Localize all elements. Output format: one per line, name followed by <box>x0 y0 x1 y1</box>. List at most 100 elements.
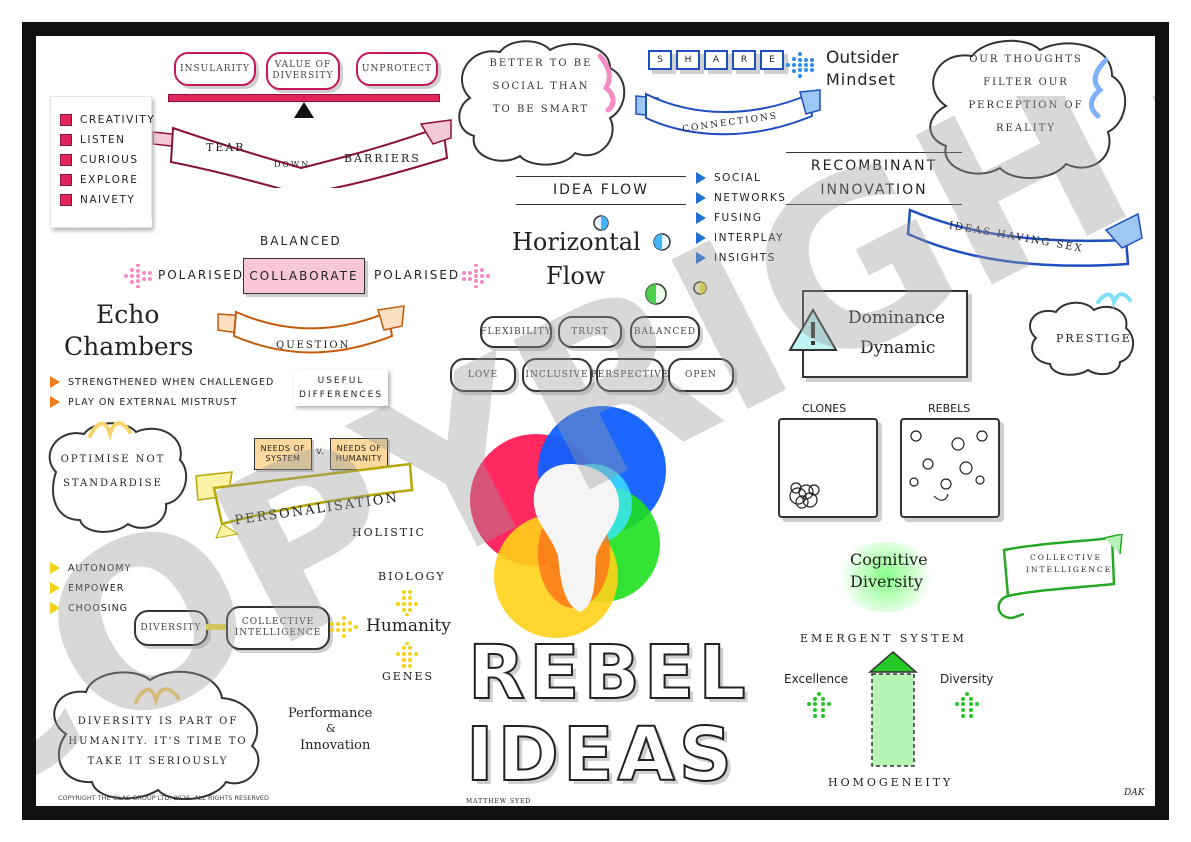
pill-text: Diversity <box>140 622 202 633</box>
pill-balanced: Balanced <box>630 316 700 348</box>
cloud-humanity <box>53 670 260 800</box>
yellow-arrow-right-icon <box>330 616 358 638</box>
collaborate-label: Collaborate <box>249 269 359 283</box>
polarised-right: Polarised <box>374 268 461 282</box>
collaborate-box: Collaborate <box>243 258 365 294</box>
horizontal-flow-line1: Horizontal <box>512 228 641 256</box>
collective-intelligence-banner <box>997 534 1123 620</box>
idea-flow-item: Social <box>714 172 762 184</box>
footer-copyright: COPYRIGHT THE GLAS GROUP LTD, 2026. ALL … <box>58 794 270 802</box>
poster-sheet: Insularity Value of Diversity Unprotect … <box>36 36 1155 806</box>
list-item: Choosing <box>50 598 131 618</box>
list-item: Empower <box>50 578 131 598</box>
title-ideas: IDEAS <box>465 711 737 799</box>
pink-square-icon <box>60 194 72 206</box>
bird-icon <box>134 687 180 706</box>
list-item: Interplay <box>696 228 786 248</box>
share-tile: R <box>732 50 756 70</box>
pill-unprotect: Unprotect <box>356 52 438 86</box>
trait-text: Curious <box>80 154 139 166</box>
idea-flow-rule-bottom <box>516 204 686 205</box>
emergent-title: Emergent System <box>800 632 967 645</box>
cognitive-title: Cognitive <box>850 550 928 569</box>
pill-text: Love <box>467 369 499 380</box>
idea-flow-list: Social Networks Fusing Interplay Insight… <box>696 168 786 268</box>
innovation-label: Innovation <box>300 738 371 753</box>
trait-text: Listen <box>80 134 126 146</box>
banner-word-down: Down <box>274 160 311 169</box>
list-item: Play on external mistrust <box>50 392 274 412</box>
pill-text: Unprotect <box>361 63 433 74</box>
connections-banner <box>635 89 821 136</box>
yellow-triangle-icon <box>50 602 60 614</box>
performance-amp: & <box>326 722 336 735</box>
pill-text: Flexibility <box>480 326 552 337</box>
share-tiles: S H A R E <box>648 50 784 70</box>
diversity-label: Diversity <box>940 672 994 686</box>
holistic-label: Holistic <box>352 526 426 539</box>
rebels-box <box>900 418 1000 518</box>
mindset-title: Mindset <box>826 70 896 89</box>
echo-item: Strengthened when challenged <box>68 376 275 388</box>
cognitive-glow <box>836 542 936 612</box>
choices-list: Autonomy Empower Choosing <box>50 558 131 618</box>
diversity-title: Diversity <box>850 572 923 591</box>
pill-text: Value of Diversity <box>272 60 334 81</box>
list-item: Insights <box>696 248 786 268</box>
bird-icon <box>1096 292 1132 309</box>
title-rebel: REBEL <box>467 629 750 717</box>
clones-scribble-icon <box>789 482 820 509</box>
pill-collective-intelligence: Collective Intelligence <box>226 606 330 650</box>
excellence-label: Excellence <box>784 672 849 686</box>
bubble-icon <box>693 281 707 295</box>
blue-triangle-icon <box>696 212 706 224</box>
needs-humanity-text: Needs of Humanity <box>335 444 383 463</box>
list-item: Naivety <box>60 190 155 210</box>
yellow-triangle-icon <box>50 562 60 574</box>
green-arrow-up-icon <box>807 692 831 718</box>
pill-insularity: Insularity <box>174 52 256 86</box>
bird-icon <box>88 421 132 440</box>
echo-list: Strengthened when challenged Play on ext… <box>50 372 274 412</box>
pill-perspective: Perspective <box>591 358 668 392</box>
cloud-social <box>458 40 626 166</box>
homogeneity-label: Homogeneity <box>828 776 954 789</box>
fulcrum-icon <box>294 102 314 118</box>
dynamic-title: Dynamic <box>860 338 936 358</box>
humanity-cloud-text: Diversity is part of humanity. It's time… <box>68 716 248 767</box>
recombinant-rule <box>786 152 962 153</box>
personalisation-banner <box>195 462 414 539</box>
choice-item: Empower <box>68 582 125 594</box>
chambers-title: Chambers <box>64 332 194 361</box>
share-letter: H <box>684 55 692 65</box>
horizontal-flow-line2: Flow <box>546 262 606 290</box>
lightbulb-color-circles <box>470 406 666 638</box>
pill-text: Insularity <box>180 63 250 74</box>
idea-flow-title: Idea Flow <box>553 182 649 198</box>
echo-item: Play on external mistrust <box>68 396 238 408</box>
choice-item: Autonomy <box>68 562 132 574</box>
list-item: Explore <box>60 170 155 190</box>
torn-edge <box>50 218 152 228</box>
blue-triangle-icon <box>696 232 706 244</box>
bubble-icon <box>593 215 609 231</box>
needs-system-text: Needs of System <box>260 444 306 463</box>
share-tile: S <box>648 50 672 70</box>
share-tile: A <box>704 50 728 70</box>
blue-dotted-arrow-icon <box>786 52 814 78</box>
polarised-left: Polarised <box>158 268 245 282</box>
list-item: Creativity <box>60 110 155 130</box>
idea-flow-item: Interplay <box>714 232 784 244</box>
blue-triangle-icon <box>696 192 706 204</box>
yellow-triangle-icon <box>50 582 60 594</box>
choice-item: Choosing <box>68 602 129 614</box>
cloud-prestige <box>1029 301 1135 376</box>
balance-beam <box>168 94 440 102</box>
pill-text: Perspective <box>590 369 670 380</box>
echo-title: Echo <box>96 300 160 329</box>
social-cloud-text: Better to be social than to be smart <box>489 58 593 115</box>
blue-triangle-icon <box>696 172 706 184</box>
outsider-title: Outsider <box>826 48 899 68</box>
green-arrow-up-icon <box>955 692 979 718</box>
question-banner <box>217 305 405 354</box>
